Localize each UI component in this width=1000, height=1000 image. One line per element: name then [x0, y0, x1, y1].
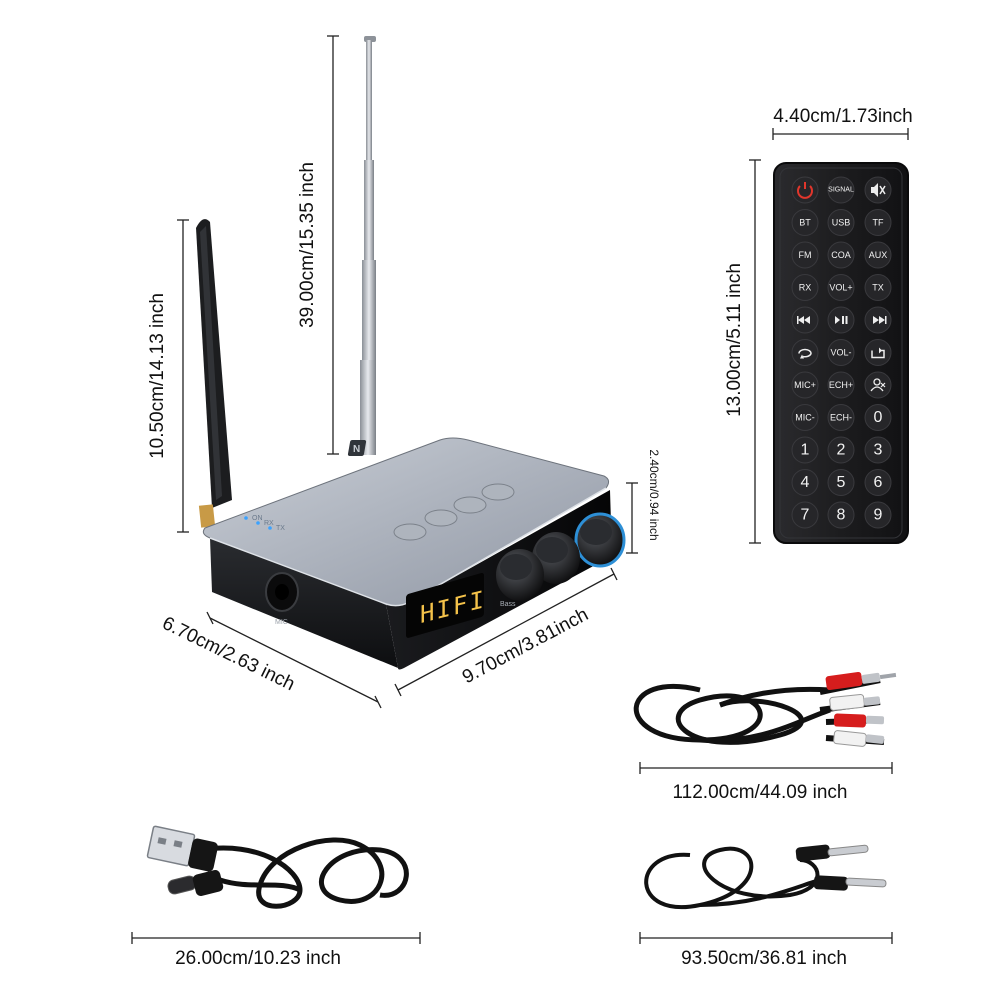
mute-icon	[871, 183, 886, 197]
remote-button-8[interactable]: 8	[827, 501, 855, 529]
telescopic-antenna	[360, 36, 376, 455]
remote-button-mute-icon[interactable]	[864, 176, 892, 204]
remote-button-label: MIC-	[795, 413, 815, 423]
remote-button-coa[interactable]: COA	[827, 241, 855, 269]
remote-control: SIGNAL BT USB TF FM COA AUX RX VOL+ TX VOL- MIC+ ECH…	[773, 162, 909, 544]
remote-button-label: 4	[801, 474, 810, 491]
transmitter-receiver-device: N ON RX TX MIC HIFI Bass	[202, 437, 626, 670]
remote-button-0[interactable]: 0	[864, 404, 892, 431]
bass-label: Bass	[500, 601, 516, 608]
remote-button-label: 2	[837, 442, 846, 459]
remote-button-label: 7	[801, 507, 810, 524]
remote-button-7[interactable]: 7	[791, 501, 819, 529]
remote-button-label: 6	[874, 474, 883, 491]
remote-button-mic-[interactable]: MIC-	[791, 404, 819, 431]
remote-button-label: SIGNAL	[828, 187, 854, 194]
long-antenna-dimension: 39.00cm/15.35 inch	[297, 162, 318, 328]
rca-cable	[633, 671, 897, 747]
remote-button-label: VOL+	[829, 283, 852, 293]
play-pause-icon	[835, 316, 848, 324]
remote-button-3[interactable]: 3	[864, 436, 892, 464]
remote-button-label: 1	[801, 442, 810, 459]
remote-button-bt[interactable]: BT	[791, 209, 819, 236]
remote-button-label: COA	[831, 250, 851, 260]
remote-button-1[interactable]: 1	[791, 436, 819, 464]
aux-cable-dimension: 93.50cm/36.81 inch	[681, 948, 847, 969]
remote-button-9[interactable]: 9	[864, 501, 892, 529]
remote-button-label: 9	[874, 507, 883, 524]
remote-button-label: RX	[799, 283, 812, 293]
remote-button-5[interactable]: 5	[827, 469, 855, 496]
remote-button-next-icon[interactable]	[864, 306, 892, 334]
knobs	[496, 512, 626, 601]
remote-button-label: BT	[799, 218, 811, 228]
remote-button-6[interactable]: 6	[864, 469, 892, 496]
prev-icon	[797, 316, 810, 324]
remote-button-ech-[interactable]: ECH-	[827, 404, 855, 431]
remote-button-rx[interactable]: RX	[791, 274, 819, 301]
remote-button-2[interactable]: 2	[827, 436, 855, 464]
remote-button-fm[interactable]: FM	[791, 241, 819, 269]
return-icon	[871, 347, 885, 359]
remote-button-grid: SIGNAL BT USB TF FM COA AUX RX VOL+ TX VOL- MIC+ ECH…	[791, 176, 892, 529]
remote-button-signal[interactable]: SIGNAL	[827, 176, 855, 204]
remote-button-label: AUX	[869, 250, 888, 260]
remote-button-mic-mute-icon[interactable]	[864, 371, 892, 399]
usb-cable-dimension: 26.00cm/10.23 inch	[175, 948, 341, 969]
remote-button-4[interactable]: 4	[791, 469, 819, 496]
power-icon	[797, 182, 813, 199]
mic-label: MIC	[275, 619, 288, 626]
remote-button-aux[interactable]: AUX	[864, 241, 892, 269]
remote-button-label: TX	[872, 283, 884, 293]
remote-button-return-icon[interactable]	[864, 339, 892, 366]
remote-height-dimension: 13.00cm/5.11 inch	[724, 263, 745, 417]
remote-button-repeat-icon[interactable]	[791, 339, 819, 366]
remote-button-label: 0	[874, 409, 883, 426]
remote-button-usb[interactable]: USB	[827, 209, 855, 236]
remote-button-label: ECH-	[830, 413, 852, 423]
remote-button-label: 5	[837, 474, 846, 491]
remote-button-ech-[interactable]: ECH+	[827, 371, 855, 399]
svg-text:N: N	[353, 444, 360, 455]
remote-button-tx[interactable]: TX	[864, 274, 892, 301]
led-label-rx: RX	[264, 520, 274, 527]
led-label-tx: TX	[276, 525, 285, 532]
remote-button-label: 3	[874, 442, 883, 459]
device-height-dimension: 2.40cm/0.94 inch	[647, 449, 661, 540]
led-label-on: ON	[252, 515, 263, 522]
short-antenna-dimension: 10.50cm/14.13 inch	[147, 293, 168, 459]
remote-button-tf[interactable]: TF	[864, 209, 892, 236]
status-leds: ON RX TX	[244, 515, 285, 532]
remote-button-vol-[interactable]: VOL+	[827, 274, 855, 301]
remote-button-label: ECH+	[829, 380, 853, 390]
usb-cable	[146, 825, 409, 909]
next-icon	[873, 316, 887, 324]
remote-button-prev-icon[interactable]	[791, 306, 819, 334]
remote-button-mic-[interactable]: MIC+	[791, 371, 819, 399]
mic-mute-icon	[870, 378, 886, 392]
remote-button-label: VOL-	[830, 348, 851, 358]
remote-button-play-pause-icon[interactable]	[827, 306, 855, 334]
rca-cable-dimension: 112.00cm/44.09 inch	[673, 782, 848, 803]
remote-button-power-icon[interactable]	[791, 176, 819, 204]
remote-button-label: TF	[873, 218, 884, 228]
mic-jack: MIC	[265, 572, 299, 626]
rubber-antenna	[196, 219, 232, 528]
remote-width-dimension: 4.40cm/1.73inch	[773, 106, 912, 127]
remote-button-label: 8	[837, 507, 846, 524]
remote-button-vol-[interactable]: VOL-	[827, 339, 855, 366]
aux-cable	[644, 844, 887, 909]
remote-button-label: USB	[832, 218, 851, 228]
repeat-icon	[798, 348, 812, 359]
remote-button-label: MIC+	[794, 380, 816, 390]
dimension-lines	[131, 35, 909, 944]
remote-button-label: FM	[799, 250, 812, 260]
